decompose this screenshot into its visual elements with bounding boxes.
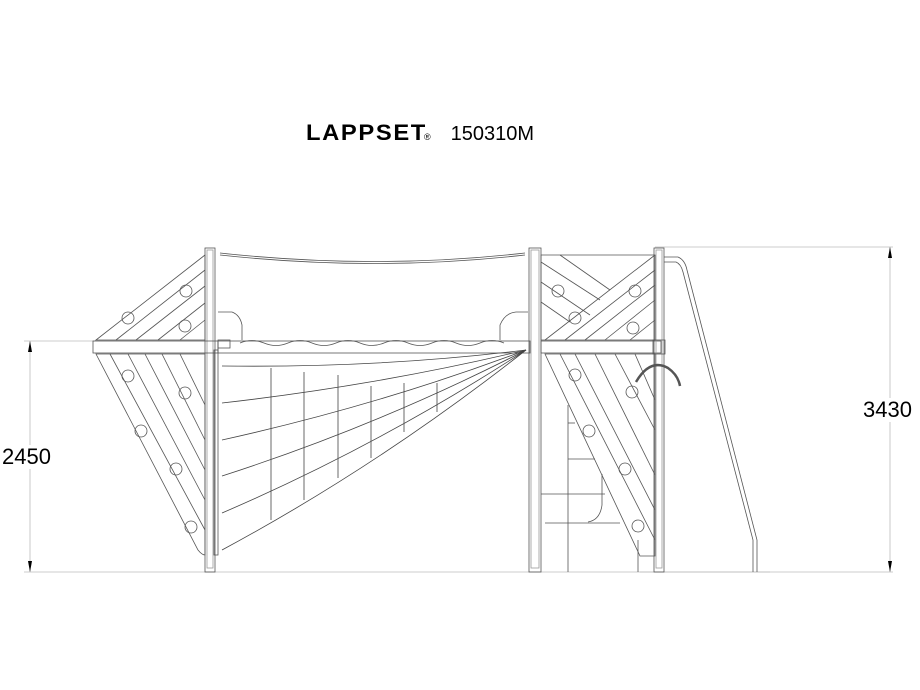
drawing-title: LAPPSET ® 150310M bbox=[306, 120, 534, 146]
left-tower bbox=[92, 247, 531, 573]
fireman-pole bbox=[664, 256, 758, 572]
rope-bridge bbox=[219, 252, 528, 346]
dimension-label-2450: 2450 bbox=[2, 444, 51, 469]
dimension-left bbox=[24, 340, 210, 573]
model-number: 150310M bbox=[450, 123, 535, 145]
right-tower bbox=[634, 247, 682, 573]
registered-mark: ® bbox=[423, 132, 431, 142]
climbing-net bbox=[221, 349, 527, 551]
middle-tower bbox=[528, 247, 662, 573]
brand-logo: LAPPSET bbox=[306, 120, 427, 145]
dimension-right bbox=[640, 246, 893, 573]
dimension-label-3430: 3430 bbox=[863, 397, 912, 422]
